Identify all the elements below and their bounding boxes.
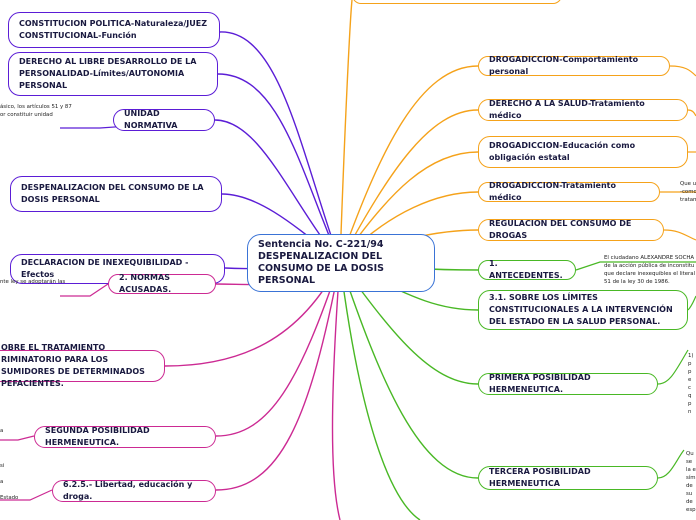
node-limites-constitucionales[interactable]: 3.1. SOBRE LOS LÍMITES CONSTITUCIONALES … <box>478 290 688 330</box>
node-label: DROGADICCION-Tratamiento médico <box>489 181 616 202</box>
node-despenalizacion[interactable]: DESPENALIZACION DEL CONSUMO DE LA DOSIS … <box>10 176 222 212</box>
node-label: SEGUNDA POSIBILIDAD HERMENEUTICA. <box>45 426 150 447</box>
top-partial-node[interactable] <box>352 0 562 4</box>
node-label: PRIMERA POSIBILIDAD HERMENEUTICA. <box>489 373 591 394</box>
node-label: OBRE EL TRATAMIENTO RIMINATORIO PARA LOS… <box>1 343 145 388</box>
snippet-segunda-posibilidad: a <box>0 428 4 434</box>
node-libre-desarrollo[interactable]: DERECHO AL LIBRE DESARROLLO DE LA PERSON… <box>8 52 218 96</box>
node-label: 3.1. SOBRE LOS LÍMITES CONSTITUCIONALES … <box>489 293 673 326</box>
central-topic-label: Sentencia No. C-221/94 DESPENALIZACION D… <box>258 239 384 286</box>
node-libertad-educacion-droga[interactable]: 6.2.5.- Libertad, educación y droga. <box>52 480 216 502</box>
node-label: DROGADICCION-Educación como obligación e… <box>489 141 636 162</box>
node-label: TERCERA POSIBILIDAD HERMENEUTICA <box>489 467 591 488</box>
node-label: DERECHO A LA SALUD-Tratamiento médico <box>489 99 645 120</box>
snippet-antecedentes: El ciudadano ALEXANDRE SOCHA de la acció… <box>604 255 696 285</box>
node-antecedentes[interactable]: 1. ANTECEDENTES. <box>478 259 576 280</box>
snippet-primera-posibilidad: 1) p p e c q p n <box>688 353 694 415</box>
node-unidad-normativa[interactable]: UNIDAD NORMATIVA <box>113 109 215 131</box>
node-label: 6.2.5.- Libertad, educación y droga. <box>63 480 193 501</box>
node-label: DERECHO AL LIBRE DESARROLLO DE LA PERSON… <box>19 57 197 90</box>
node-primera-posibilidad[interactable]: PRIMERA POSIBILIDAD HERMENEUTICA. <box>478 373 658 395</box>
snippet-tercera-posibilidad: Qu se la e sím de su de esp <box>686 451 696 513</box>
snippet-normas-acusadas: nte ley se adoptarán las <box>0 279 66 285</box>
snippet-unidad-normativa: ásico, los artículos 51 y 87 or constitu… <box>0 104 72 118</box>
node-regulacion-consumo[interactable]: REGULACION DEL CONSUMO DE DROGAS <box>478 219 664 241</box>
snippet-libertad: si a Estado <box>0 463 19 501</box>
central-topic[interactable]: Sentencia No. C-221/94 DESPENALIZACION D… <box>247 234 435 292</box>
node-derecho-salud[interactable]: DERECHO A LA SALUD-Tratamiento médico <box>478 99 688 121</box>
node-segunda-posibilidad[interactable]: SEGUNDA POSIBILIDAD HERMENEUTICA. <box>34 426 216 448</box>
node-label: DESPENALIZACION DEL CONSUMO DE LA DOSIS … <box>21 183 204 204</box>
node-drogadiccion-educacion[interactable]: DROGADICCION-Educación como obligación e… <box>478 136 688 168</box>
node-label: UNIDAD NORMATIVA <box>124 109 178 130</box>
node-constitucion-politica[interactable]: CONSTITUCION POLITICA-Naturaleza/JUEZ CO… <box>8 12 220 48</box>
node-label: CONSTITUCION POLITICA-Naturaleza/JUEZ CO… <box>19 19 208 40</box>
snippet-tratamiento-medico: Que u -como tratam <box>680 181 696 203</box>
node-normas-acusadas[interactable]: 2. NORMAS ACUSADAS. <box>108 273 216 294</box>
node-tercera-posibilidad[interactable]: TERCERA POSIBILIDAD HERMENEUTICA <box>478 466 658 490</box>
node-label: REGULACION DEL CONSUMO DE DROGAS <box>489 219 632 240</box>
node-label: 2. NORMAS ACUSADAS. <box>119 273 172 294</box>
node-drogadiccion-tratamiento[interactable]: DROGADICCION-Tratamiento médico <box>478 181 660 202</box>
node-label: DROGADICCION-Comportamiento personal <box>489 55 639 76</box>
node-label: 1. ANTECEDENTES. <box>489 259 563 280</box>
node-drogadiccion-comportamiento[interactable]: DROGADICCION-Comportamiento personal <box>478 55 670 76</box>
node-tratamiento-discriminatorio[interactable]: OBRE EL TRATAMIENTO RIMINATORIO PARA LOS… <box>0 343 165 388</box>
node-label: DECLARACION DE INEXEQUIBILIDAD - Efectos <box>21 258 189 279</box>
